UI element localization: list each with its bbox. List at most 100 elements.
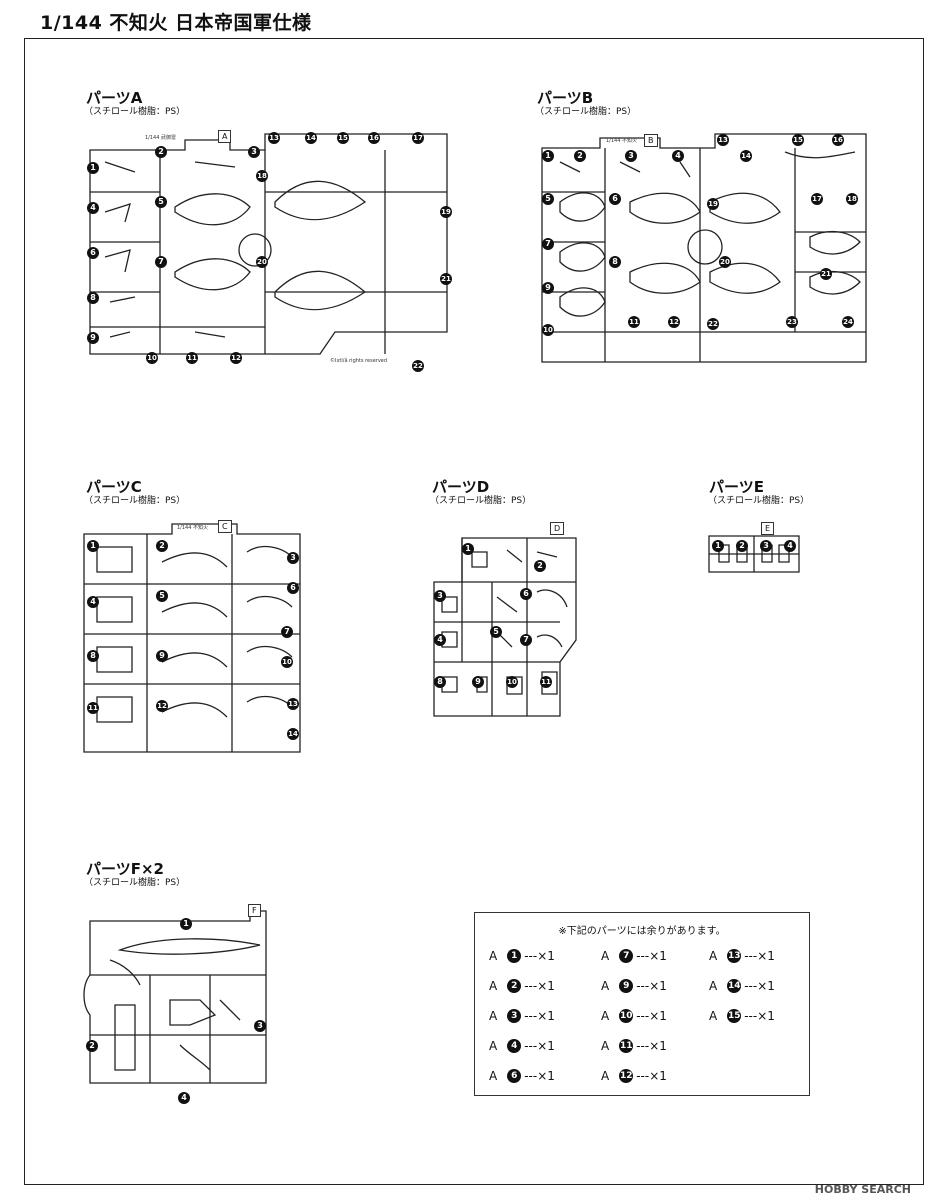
sprue-d-tag: D	[550, 522, 565, 535]
part-number-a-5: 5	[155, 196, 167, 208]
part-number-a-3: 3	[248, 146, 260, 158]
part-number-b-15: 15	[792, 134, 804, 146]
part-number-d-7: 7	[520, 634, 532, 646]
part-number-a-2: 2	[155, 146, 167, 158]
spare-part-qty: ---×1	[744, 1009, 775, 1023]
sprue-e-tag: E	[761, 522, 775, 535]
part-number-a-15: 15	[337, 132, 349, 144]
spare-part-qty: ---×1	[524, 949, 555, 963]
part-number-b-10: 10	[542, 324, 554, 336]
spare-part-qty: ---×1	[636, 1009, 667, 1023]
part-number-b-5: 5	[542, 193, 554, 205]
section-a-title: パーツA	[86, 89, 143, 107]
spare-part-qty: ---×1	[524, 1039, 555, 1053]
part-number-f-2: 2	[86, 1040, 98, 1052]
part-number-c-8: 8	[87, 650, 99, 662]
part-number-c-3: 3	[287, 552, 299, 564]
part-number-b-20: 20	[719, 256, 731, 268]
spare-part-letter: A	[601, 1039, 610, 1053]
sprue-c: C 1/144 不知火	[82, 520, 302, 754]
part-number-b-12: 12	[668, 316, 680, 328]
section-e-material: （スチロール樹脂：PS）	[708, 496, 810, 506]
section-a-material: （スチロール樹脂：PS）	[84, 107, 186, 117]
spare-part-letter: A	[709, 1009, 718, 1023]
part-number-a-20: 20	[256, 256, 268, 268]
spare-part-number: 11	[619, 1039, 634, 1053]
part-number-a-18: 18	[256, 170, 268, 182]
sprue-c-plate: 1/144 不知火	[177, 525, 208, 531]
part-number-c-14: 14	[287, 728, 299, 740]
spare-part-letter: A	[489, 1039, 498, 1053]
spare-part-letter: A	[601, 1009, 610, 1023]
part-number-b-17: 17	[811, 193, 823, 205]
part-number-c-7: 7	[281, 626, 293, 638]
part-number-d-6: 6	[520, 588, 532, 600]
part-number-d-3: 3	[434, 590, 446, 602]
part-number-a-14: 14	[305, 132, 317, 144]
section-c-material: （スチロール樹脂：PS）	[84, 496, 186, 506]
part-number-c-4: 4	[87, 596, 99, 608]
sprue-a-copyright: ©Ixtl/â rights reserved	[330, 358, 388, 364]
sprue-f-tag: F	[248, 904, 261, 917]
part-number-c-11: 11	[87, 702, 99, 714]
spare-part-qty: ---×1	[636, 1039, 667, 1053]
part-number-b-4: 4	[672, 150, 684, 162]
part-number-b-7: 7	[542, 238, 554, 250]
part-number-b-1: 1	[542, 150, 554, 162]
part-number-a-11: 11	[186, 352, 198, 364]
spare-part-number: 14	[727, 979, 742, 993]
spare-part-qty: ---×1	[524, 979, 555, 993]
part-number-b-14: 14	[740, 150, 752, 162]
spare-part-letter: A	[489, 949, 498, 963]
spare-part-letter: A	[489, 979, 498, 993]
part-number-d-2: 2	[534, 560, 546, 572]
section-b-material: （スチロール樹脂：PS）	[535, 107, 637, 117]
spare-part-number: 1	[507, 949, 522, 963]
spare-part-item: A 11---×1	[601, 1039, 667, 1053]
spare-part-letter: A	[489, 1069, 498, 1083]
part-number-a-13: 13	[268, 132, 280, 144]
part-number-a-10: 10	[146, 352, 158, 364]
part-number-b-13: 13	[717, 134, 729, 146]
part-number-a-22: 22	[412, 360, 424, 372]
sprue-a: A 1/144 武御雷 ©Ixtl/â rights reserved	[85, 130, 451, 370]
spare-part-number: 15	[727, 1009, 742, 1023]
part-number-a-4: 4	[87, 202, 99, 214]
section-b-title: パーツB	[537, 89, 594, 107]
part-number-a-9: 9	[87, 332, 99, 344]
spare-part-qty: ---×1	[636, 949, 667, 963]
part-number-a-6: 6	[87, 247, 99, 259]
part-number-f-3: 3	[254, 1020, 266, 1032]
part-number-b-21: 21	[820, 268, 832, 280]
section-f-title: パーツF×2	[86, 860, 164, 878]
part-number-e-1: 1	[712, 540, 724, 552]
spare-part-number: 2	[507, 979, 522, 993]
page-title: 1/144 不知火 日本帝国軍仕様	[40, 12, 312, 34]
part-number-c-6: 6	[287, 582, 299, 594]
section-d-title: パーツD	[432, 478, 490, 496]
spare-part-number: 12	[619, 1069, 634, 1083]
part-number-b-19: 19	[707, 198, 719, 210]
section-c-title: パーツC	[86, 478, 142, 496]
spare-part-letter: A	[709, 949, 718, 963]
part-number-b-9: 9	[542, 282, 554, 294]
spare-part-letter: A	[601, 1069, 610, 1083]
part-number-c-2: 2	[156, 540, 168, 552]
part-number-c-13: 13	[287, 698, 299, 710]
section-f-material: （スチロール樹脂：PS）	[84, 878, 186, 888]
part-number-c-5: 5	[156, 590, 168, 602]
spare-part-qty: ---×1	[744, 949, 775, 963]
part-number-b-24: 24	[842, 316, 854, 328]
sprue-a-tag: A	[218, 130, 232, 143]
part-number-d-11: 11	[540, 676, 552, 688]
part-number-d-9: 9	[472, 676, 484, 688]
part-number-a-17: 17	[412, 132, 424, 144]
spare-part-letter: A	[601, 979, 610, 993]
part-number-b-18: 18	[846, 193, 858, 205]
